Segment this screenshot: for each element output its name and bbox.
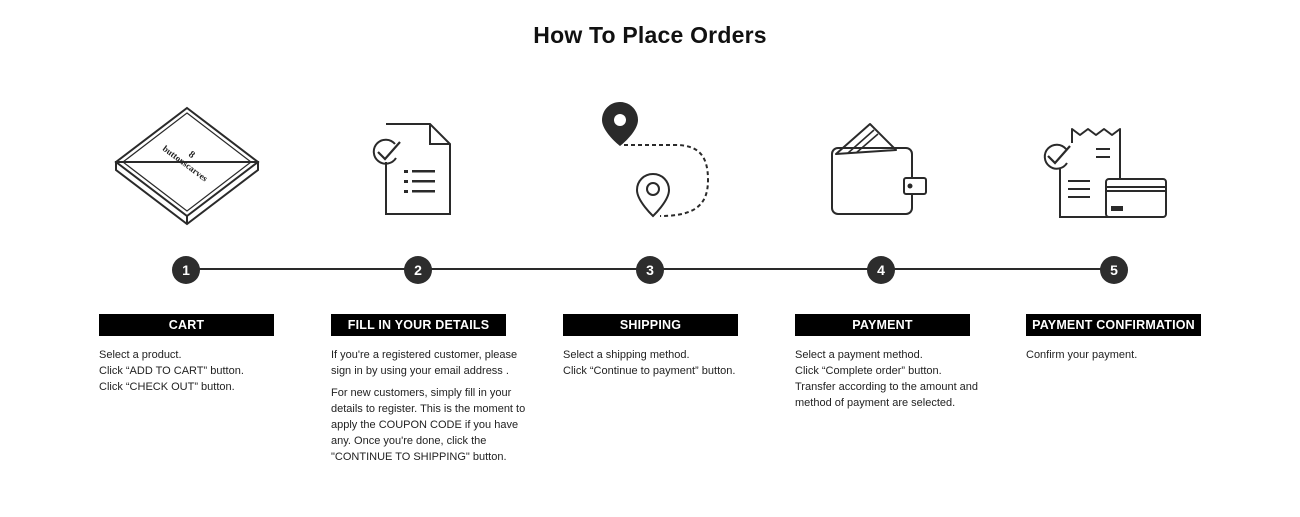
box-brand-number: 8 bbox=[186, 149, 197, 161]
route-pins-icon bbox=[600, 100, 715, 220]
box-brand-name: buttonscarves bbox=[161, 143, 210, 183]
step-description-paragraph: Select a payment method. Click “Complete… bbox=[795, 349, 979, 409]
wallet-icon bbox=[830, 120, 930, 220]
receipt-card-icon bbox=[1040, 125, 1175, 225]
step-marker-1: 1 bbox=[172, 256, 200, 284]
step-description-payment: Select a payment method. Click “Complete… bbox=[795, 347, 995, 417]
step-title-payment-confirmation: PAYMENT CONFIRMATION bbox=[1026, 314, 1201, 336]
step-description-paragraph: Select a product. Click “ADD TO CART” bu… bbox=[99, 349, 244, 393]
step-description-payment-confirmation: Confirm your payment. bbox=[1026, 347, 1216, 369]
step-title-details: FILL IN YOUR DETAILS bbox=[331, 314, 506, 336]
checklist-document-icon bbox=[370, 120, 455, 218]
step-marker-2: 2 bbox=[404, 256, 432, 284]
step-title-cart: CART bbox=[99, 314, 274, 336]
step-description-paragraph: Confirm your payment. bbox=[1026, 349, 1138, 361]
step-description-paragraph: If you're a registered customer, please … bbox=[331, 349, 518, 377]
step-description-paragraph: For new customers, simply fill in your d… bbox=[331, 387, 526, 463]
step-description-details: If you're a registered customer, please … bbox=[331, 347, 533, 471]
step-marker-3: 3 bbox=[636, 256, 664, 284]
page-title: How To Place Orders bbox=[533, 22, 767, 48]
step-description-cart: Select a product. Click “ADD TO CART” bu… bbox=[99, 347, 304, 401]
step-description-shipping: Select a shipping method. Click “Continu… bbox=[563, 347, 768, 385]
product-box-icon: 8 buttonscarves bbox=[112, 104, 262, 229]
step-marker-4: 4 bbox=[867, 256, 895, 284]
step-marker-5: 5 bbox=[1100, 256, 1128, 284]
step-description-paragraph: Select a shipping method. Click “Continu… bbox=[563, 349, 736, 377]
step-title-shipping: SHIPPING bbox=[563, 314, 738, 336]
step-title-payment: PAYMENT bbox=[795, 314, 970, 336]
